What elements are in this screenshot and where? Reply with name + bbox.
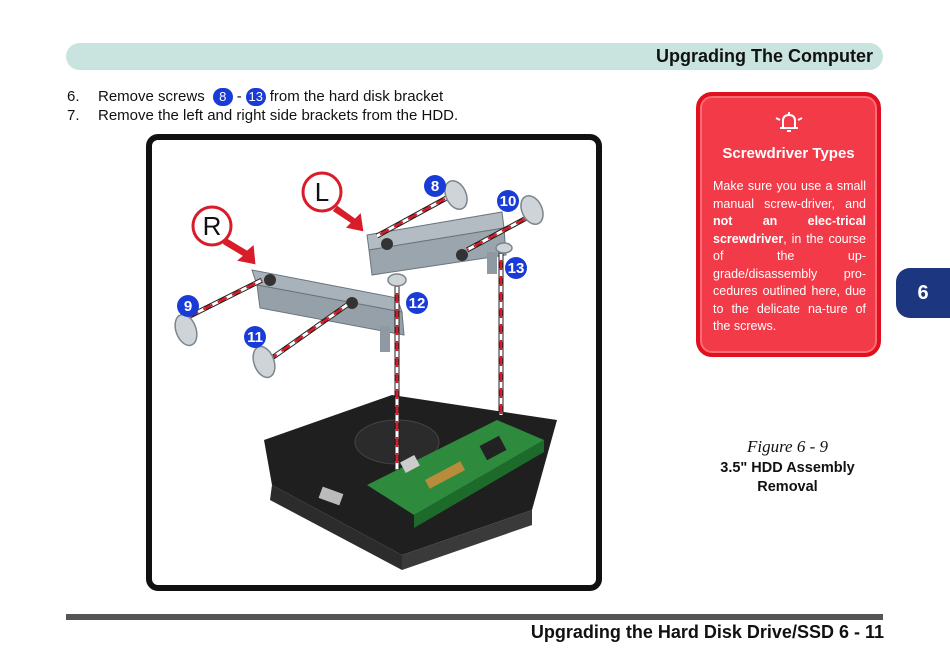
screw-badge-13: 13 (245, 87, 266, 106)
step-text: Remove the left and right side brackets … (98, 107, 459, 124)
bracket-icon (366, 211, 507, 276)
chapter-tab[interactable]: 6 (896, 268, 950, 318)
bell-icon (775, 112, 803, 132)
bracket-side-label-right: R (191, 205, 233, 247)
svg-text:9: 9 (184, 298, 192, 315)
step-7: 7. Remove the left and right side bracke… (67, 106, 458, 125)
note-text: Make sure you use a small manual screw-d… (713, 179, 866, 333)
step-text: from the hard disk bracket (269, 88, 444, 105)
screw-icon (174, 180, 544, 379)
step-text: Remove screws (98, 88, 205, 105)
screw-badge-12: 12 (406, 292, 428, 314)
step-6: 6. Remove screws 8 - 13 from the hard di… (67, 87, 458, 106)
hdd-assembly-figure: R L 8 9 10 11 12 13 (146, 134, 602, 591)
svg-text:8: 8 (431, 178, 439, 195)
arrow-icon (221, 204, 365, 266)
screw-badge-10: 10 (497, 190, 519, 212)
svg-text:10: 10 (500, 193, 517, 210)
figure-caption: Figure 6 - 9 3.5" HDD Assembly Removal (700, 437, 875, 497)
bracket-icon (251, 269, 405, 352)
screw-badge-8: 8 (424, 175, 446, 197)
hdd-assembly-illustration: R L 8 9 10 11 12 13 (174, 171, 557, 570)
footer-divider (66, 614, 883, 620)
bracket-side-label-left: L (301, 171, 343, 213)
screwdriver-note: Screwdriver Types Make sure you use a sm… (696, 92, 881, 357)
screw-badge-8: 8 (212, 87, 233, 106)
page-header-title: Upgrading The Computer (656, 46, 873, 66)
svg-text:13: 13 (508, 260, 525, 277)
screw-badge-11: 11 (244, 326, 266, 348)
range-separator: - (236, 88, 242, 105)
footer-page-title: Upgrading the Hard Disk Drive/SSD 6 - 11 (530, 622, 884, 642)
step-number: 7. (67, 107, 80, 124)
instruction-steps: 6. Remove screws 8 - 13 from the hard di… (67, 87, 458, 125)
note-emphasis: not an elec-trical screwdriver (713, 214, 866, 246)
step-number: 6. (67, 88, 80, 105)
hard-disk-drive-icon (264, 395, 557, 570)
header-bar: Upgrading The Computer (66, 43, 883, 70)
screw-badge-13: 13 (505, 257, 527, 279)
label-right: R (203, 211, 222, 241)
svg-text:11: 11 (247, 329, 263, 346)
screw-badge-9: 9 (177, 295, 199, 317)
note-title: Screwdriver Types (722, 145, 855, 162)
svg-text:12: 12 (409, 295, 426, 312)
figure-title: 3.5" HDD Assembly Removal (720, 460, 855, 495)
figure-number: Figure 6 - 9 (746, 437, 829, 456)
label-left: L (315, 177, 329, 207)
